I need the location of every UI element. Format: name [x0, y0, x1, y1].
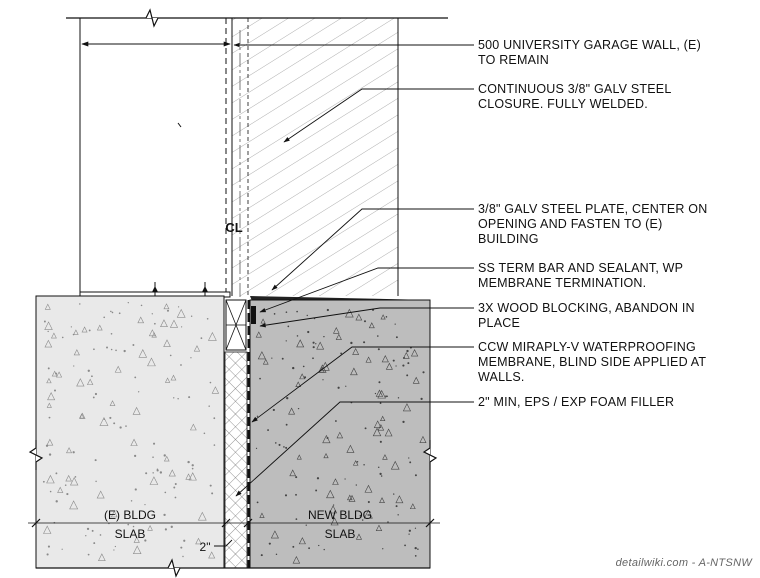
new-slab-label-line1: NEW BLDG [308, 508, 372, 522]
note-7-line-1: 2" MIN, EPS / EXP FOAM FILLER [478, 395, 674, 409]
note-6-line-3: WALLS. [478, 370, 525, 384]
term-bar [251, 306, 256, 324]
leader-steel-closure [283, 88, 474, 143]
gap-dimension-label: 2" [200, 540, 211, 554]
note-3-line-2: OPENING AND FASTEN TO (E) [478, 217, 662, 231]
leader-steel-plate [271, 208, 474, 291]
foam-filler [224, 351, 248, 569]
note-2-line-1: CONTINUOUS 3/8" GALV STEEL [478, 82, 671, 96]
note-2-line-2: CLOSURE. FULLY WELDED. [478, 97, 648, 111]
leader-membrane [251, 346, 474, 423]
note-6-line-2: MEMBRANE, BLIND SIDE APPLIED AT [478, 355, 706, 369]
callout-notes: 500 UNIVERSITY GARAGE WALL, (E)TO REMAIN… [478, 38, 707, 409]
note-1: 500 UNIVERSITY GARAGE WALL, (E)TO REMAIN [478, 38, 701, 67]
note-1-line-1: 500 UNIVERSITY GARAGE WALL, (E) [478, 38, 701, 52]
leader-foam-filler [235, 401, 474, 497]
leader-term-bar [259, 267, 474, 313]
new-slab-label-line2: SLAB [325, 527, 356, 541]
dimension-line [28, 518, 440, 528]
note-5-line-1: 3X WOOD BLOCKING, ABANDON IN [478, 301, 695, 315]
note-1-line-2: TO REMAIN [478, 53, 549, 67]
note-5-line-2: PLACE [478, 316, 520, 330]
note-6-line-1: CCW MIRAPLY-V WATERPROOFING [478, 340, 696, 354]
note-3-line-1: 3/8" GALV STEEL PLATE, CENTER ON [478, 202, 707, 216]
note-4-line-1: SS TERM BAR AND SEALANT, WP [478, 261, 683, 275]
leader-lines [214, 42, 474, 547]
existing-slab-label-line2: SLAB [115, 527, 146, 541]
leader-wood-blocking [259, 307, 474, 328]
wood-blocking [225, 299, 247, 351]
note-7: 2" MIN, EPS / EXP FOAM FILLER [478, 395, 674, 409]
leader-gap-dim [214, 539, 233, 547]
break-lines [28, 440, 438, 578]
existing-garage-wall [66, 8, 448, 318]
existing-slab-label-line1: (E) BLDG [104, 508, 156, 522]
note-4-line-2: MEMBRANE TERMINATION. [478, 276, 646, 290]
note-3-line-3: BUILDING [478, 232, 539, 246]
watermark: detailwiki.com - A-NTSNW [616, 557, 754, 569]
centerline-mark: CL [225, 220, 242, 235]
